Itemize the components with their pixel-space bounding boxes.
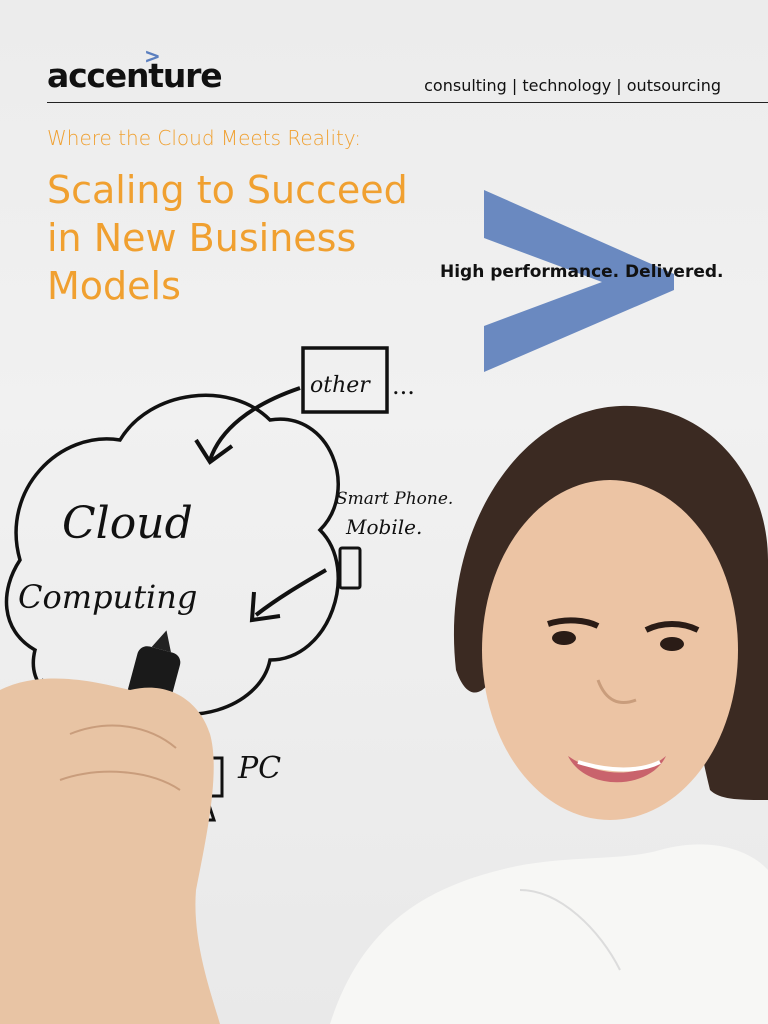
cover-title: Scaling to Succeed in New Business Model… bbox=[47, 168, 408, 308]
other-box bbox=[301, 346, 389, 414]
arrow-from-phone bbox=[254, 568, 327, 617]
cover-supertitle: Where the Cloud Meets Reality: bbox=[47, 126, 361, 150]
shirt bbox=[330, 844, 768, 1024]
face bbox=[482, 480, 738, 820]
slogan: High performance. Delivered. bbox=[440, 262, 724, 282]
arrow-head-other bbox=[194, 438, 234, 465]
pc-label: PC bbox=[237, 751, 281, 786]
woman-portrait bbox=[330, 405, 768, 1024]
cover-illustration: Cloud Computing other ... Smart Phone. M… bbox=[0, 346, 768, 1024]
mobile-label: Mobile. bbox=[345, 515, 422, 539]
cloud-label: Cloud bbox=[62, 498, 193, 549]
logo-wordmark: accenture bbox=[47, 56, 223, 95]
other-label: other bbox=[310, 373, 371, 398]
ellipsis-label: ... bbox=[392, 372, 415, 400]
header-divider bbox=[47, 102, 768, 103]
writing-hand bbox=[0, 678, 220, 1024]
big-chevron-icon bbox=[484, 190, 674, 372]
arrow-head-phone bbox=[249, 591, 281, 623]
computing-label: Computing bbox=[18, 578, 197, 616]
header-tagline: consulting | technology | outsourcing bbox=[424, 76, 721, 95]
logo-chevron-icon: > bbox=[144, 44, 161, 68]
phone-icon bbox=[338, 546, 362, 590]
arrow-from-other bbox=[208, 386, 301, 461]
smile bbox=[568, 756, 666, 783]
smartphone-label: Smart Phone. bbox=[336, 489, 453, 509]
